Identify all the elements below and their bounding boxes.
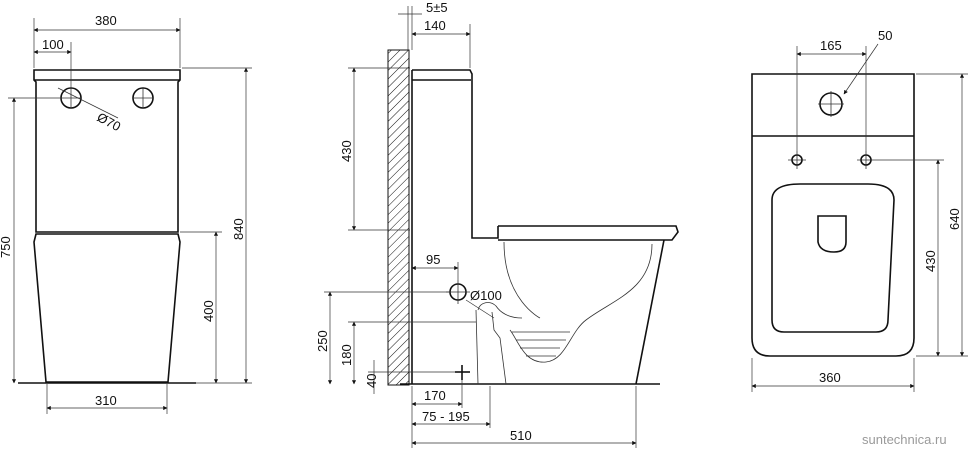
side-outlet-diameter-label: Ø100: [470, 288, 502, 303]
front-height-840-label: 840: [231, 218, 246, 240]
top-seat: [771, 183, 895, 333]
side-gap-label: 5±5: [426, 0, 448, 15]
side-h-250-label: 250: [315, 330, 330, 352]
top-view: 165 50 640 430 360: [751, 28, 968, 392]
side-tank-430-label: 430: [339, 140, 354, 162]
front-height-400-label: 400: [201, 300, 216, 322]
side-d-range-label: 75 - 195: [422, 409, 470, 424]
side-offset-95-label: 95: [426, 252, 440, 267]
front-diameter-label: Ø70: [95, 109, 124, 134]
side-seat: [498, 225, 679, 241]
side-d-170-label: 170: [424, 388, 446, 403]
top-d-50-label: 50: [878, 28, 892, 43]
side-d-510-label: 510: [510, 428, 532, 443]
side-depth-140-label: 140: [424, 18, 446, 33]
side-wall: [387, 49, 410, 386]
side-bowl-inner: [503, 241, 653, 363]
top-seat-hole: [817, 215, 847, 253]
front-bowl: [33, 233, 181, 383]
front-width-label: 380: [95, 13, 117, 28]
front-tank: [33, 69, 181, 233]
top-h-640-label: 640: [947, 208, 962, 230]
top-h-430-label: 430: [923, 250, 938, 272]
top-d-165-label: 165: [820, 38, 842, 53]
front-view: Ø70 380 100 750 840 400 310: [0, 13, 252, 414]
side-bowl: [635, 239, 665, 385]
front-height-750-label: 750: [0, 236, 13, 258]
side-view: Ø100 5±5 140 430 95 250 180: [315, 0, 679, 448]
front-hole-right: [132, 87, 154, 109]
top-outline: [751, 73, 915, 357]
top-fixing-right: [857, 151, 875, 169]
front-offset-label: 100: [42, 37, 64, 52]
side-inlet: [455, 365, 470, 380]
top-w-360-label: 360: [819, 370, 841, 385]
top-fixing-left: [788, 151, 806, 169]
front-base-width-label: 310: [95, 393, 117, 408]
side-h-40-label: 40: [364, 374, 379, 388]
side-tank: [412, 69, 499, 239]
side-trap: [475, 309, 507, 385]
side-h-180-label: 180: [339, 344, 354, 366]
top-flush-button: [818, 91, 844, 117]
watermark: suntechnica.ru: [862, 432, 947, 447]
